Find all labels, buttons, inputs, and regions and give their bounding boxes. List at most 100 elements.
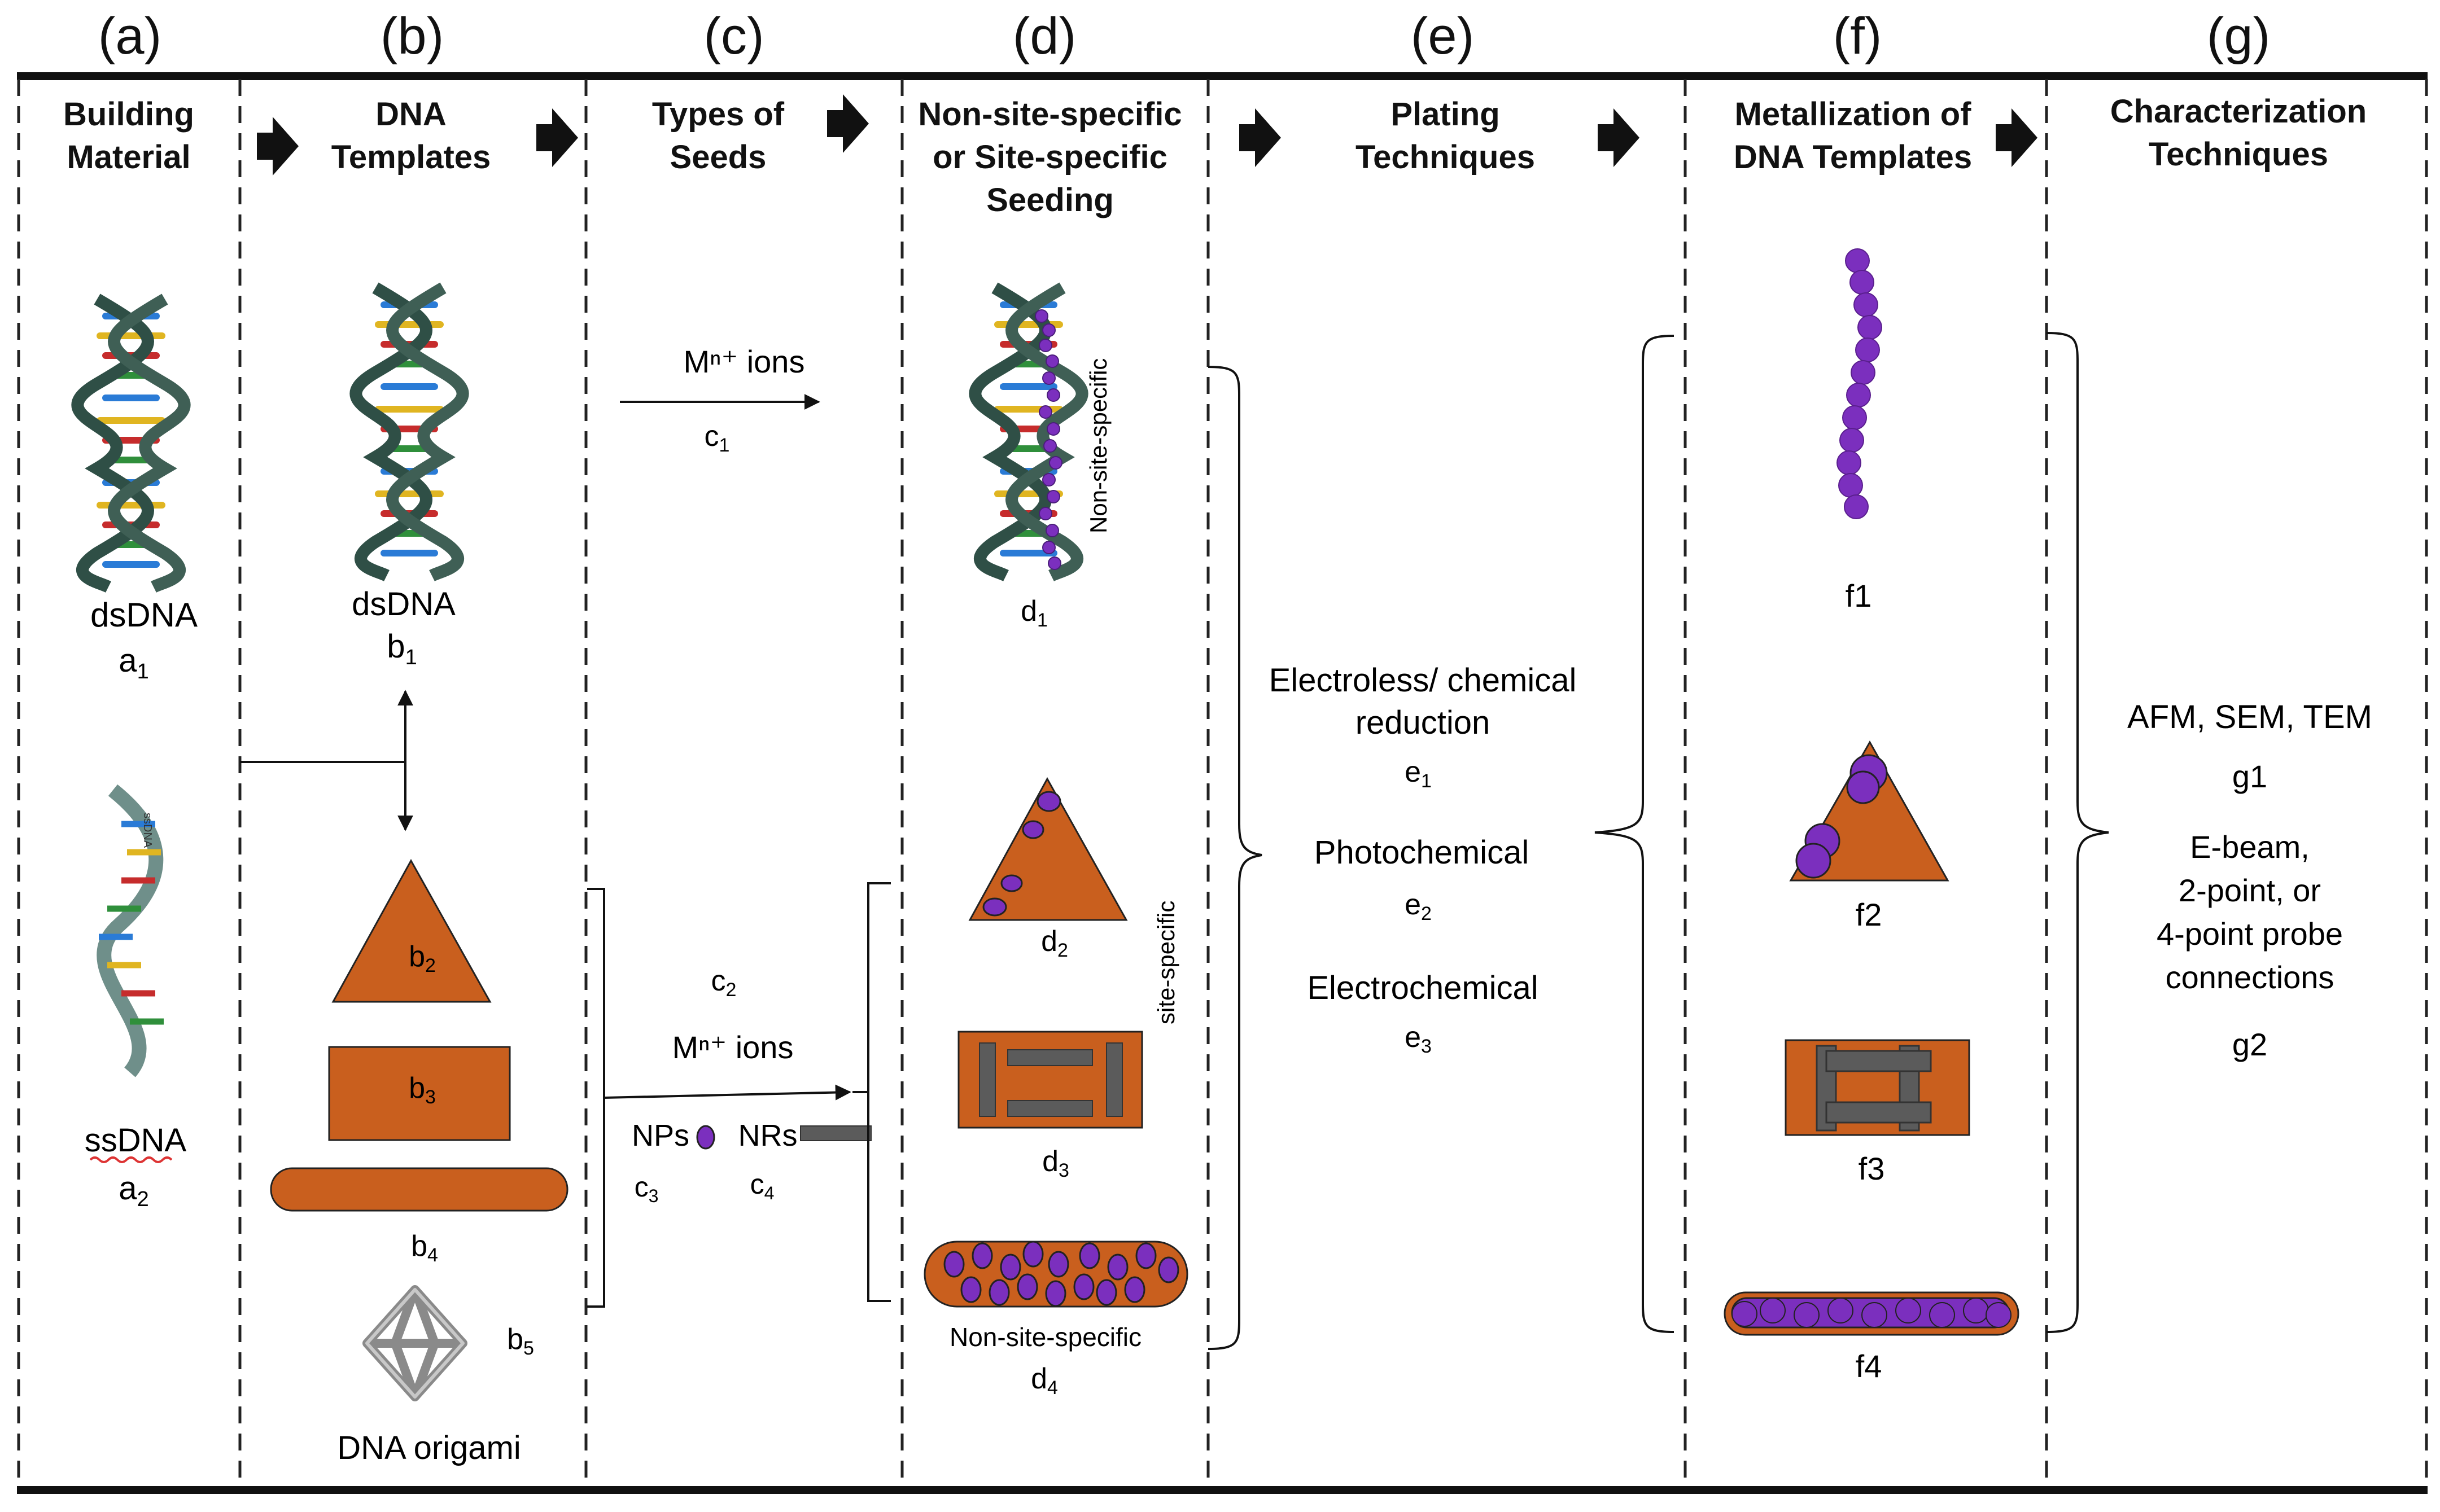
templates-bracket [587, 888, 605, 1308]
electroless-label-line1: Electroless/ chemical [1269, 662, 1577, 699]
panel-b-dna-templates: dsDNA b1 b2 b3 b4 b5 DNA origami [270, 288, 569, 1466]
column-dividers [17, 79, 2428, 1487]
b3-label: b3 [409, 1072, 436, 1108]
d3-label: d3 [1042, 1145, 1069, 1181]
metallization-curly-brace [2046, 332, 2109, 1333]
panel-e-plating: Electroless/ chemical reduction e1 Photo… [1208, 335, 1674, 1350]
panel-a-building-material: dsDNA a1 ssDNA ssDNA a2 [77, 299, 198, 1211]
panel-letter-a: (a) [98, 7, 161, 65]
nanoparticle-icon [696, 1125, 715, 1150]
triangle-template-b2 [331, 858, 492, 1003]
flow-arrow-icon [1598, 108, 1639, 167]
panel-letter-g: (g) [2207, 7, 2270, 65]
b5-label: b5 [507, 1323, 534, 1359]
ssdna-strand-icon: ssDNA [97, 784, 164, 1077]
seeded-particles [1035, 309, 1062, 570]
g2-label: g2 [2232, 1027, 2267, 1062]
rod-template-b4 [270, 1167, 569, 1212]
e2-label: e2 [1405, 888, 1432, 924]
b2-label: b2 [409, 940, 436, 976]
ebeam-label-line2: 2-point, or [2179, 873, 2321, 908]
b4-label: b4 [411, 1230, 438, 1266]
ssdna-label: ssDNA [85, 1122, 187, 1159]
dsdna-label-b: dsDNA [352, 586, 456, 623]
photochemical-label: Photochemical [1314, 834, 1529, 871]
dsdna-helix-icon [77, 299, 184, 587]
a1-label: a1 [119, 642, 148, 683]
heading-d-line2: or Site-specific [933, 139, 1167, 176]
b1-label: b1 [387, 628, 417, 669]
heading-g-line2: Techniques [2149, 136, 2328, 173]
connector-a-to-b [240, 690, 413, 831]
site-specific-vertical: site-specific [1153, 901, 1179, 1024]
site-specific-bracket [867, 882, 891, 1302]
heading-d-line3: Seeding [986, 182, 1114, 218]
rectangle-template-b3 [328, 1046, 511, 1141]
panel-letter-b: (b) [381, 7, 444, 65]
ebeam-label-line3: 4-point probe [2157, 916, 2343, 952]
dna-origami-label: DNA origami [337, 1430, 521, 1466]
metallized-triangle-particles [1795, 754, 1888, 879]
dna-origami-icon [362, 1285, 467, 1401]
ions-top-label: Mⁿ⁺ ions [684, 344, 805, 379]
c3-label: c3 [635, 1171, 659, 1206]
d4-label: d4 [1031, 1362, 1058, 1399]
ions-mid-label: Mⁿ⁺ ions [672, 1029, 794, 1065]
heading-f-line1: Metallization of [1735, 96, 1972, 133]
ssdna-spell-underline [89, 1156, 173, 1163]
ebeam-label-line4: connections [2166, 959, 2334, 995]
panel-letters: (a) (b) (c) (d) (e) (f) (g) [98, 7, 2270, 65]
heading-g-line1: Characterization [2110, 93, 2367, 130]
panel-letter-e: (e) [1411, 7, 1474, 65]
nanorod-icon [800, 1125, 872, 1141]
c2-label: c2 [711, 965, 737, 1001]
flow-arrow-icon [827, 94, 869, 153]
metallized-rectangle-rods [1816, 1045, 1932, 1132]
panel-letter-c: (c) [703, 7, 764, 65]
panel-c-seeds: Mⁿ⁺ ions c1 c2 Mⁿ⁺ ions NPs NRs c3 c4 [587, 344, 872, 1308]
non-site-specific-vertical: Non-site-specific [1085, 358, 1112, 533]
d1-label: d1 [1021, 595, 1048, 631]
heading-c-line2: Seeds [670, 139, 767, 176]
f1-label: f1 [1846, 578, 1872, 613]
metallized-rod-beads [1731, 1298, 2012, 1328]
seeding-curly-brace [1208, 366, 1262, 1350]
electrochemical-label: Electrochemical [1307, 970, 1538, 1006]
dsdna-helix-icon [356, 288, 462, 576]
afm-sem-tem-label: AFM, SEM, TEM [2127, 699, 2372, 735]
heading-c-line1: Types of [652, 96, 785, 133]
d2-label: d2 [1041, 925, 1068, 961]
heading-e-line1: Plating [1390, 96, 1499, 133]
seed-connector-arrow [604, 1084, 851, 1101]
flow-arrow-icon [536, 108, 578, 167]
heading-a-line2: Material [67, 139, 190, 176]
flow-arrow-icon [257, 117, 299, 176]
nrs-label: NRs [738, 1119, 798, 1152]
heading-a-line1: Building [63, 96, 194, 133]
svg-text:ssDNA: ssDNA [141, 813, 154, 848]
e3-label: e3 [1405, 1021, 1432, 1057]
panel-letter-f: (f) [1833, 7, 1882, 65]
flow-arrow-icon [1996, 108, 2037, 167]
dsdna-label-a: dsDNA [90, 596, 198, 634]
non-site-specific-bottom: Non-site-specific [950, 1322, 1142, 1352]
e1-label: e1 [1405, 756, 1432, 792]
flow-arrows [257, 94, 2037, 176]
panel-f-metallization: f1 f2 f3 f4 [1724, 248, 2019, 1384]
c4-label: c4 [750, 1168, 775, 1203]
f4-label: f4 [1856, 1348, 1882, 1384]
seeded-triangle-particles [982, 791, 1061, 917]
heading-e-line2: Techniques [1355, 139, 1535, 176]
a2-label: a2 [119, 1170, 148, 1211]
seeded-rectangle-rods [979, 1042, 1123, 1117]
f3-label: f3 [1859, 1151, 1885, 1186]
nps-label: NPs [632, 1119, 689, 1152]
dsdna-helix-icon [975, 288, 1082, 576]
panel-headings: Building Material DNA Templates Types of… [63, 93, 2367, 218]
g1-label: g1 [2232, 759, 2267, 794]
panel-letter-d: (d) [1013, 7, 1076, 65]
f2-label: f2 [1856, 897, 1882, 932]
c1-label: c1 [705, 420, 730, 456]
ebeam-label-line1: E-beam, [2190, 829, 2310, 865]
